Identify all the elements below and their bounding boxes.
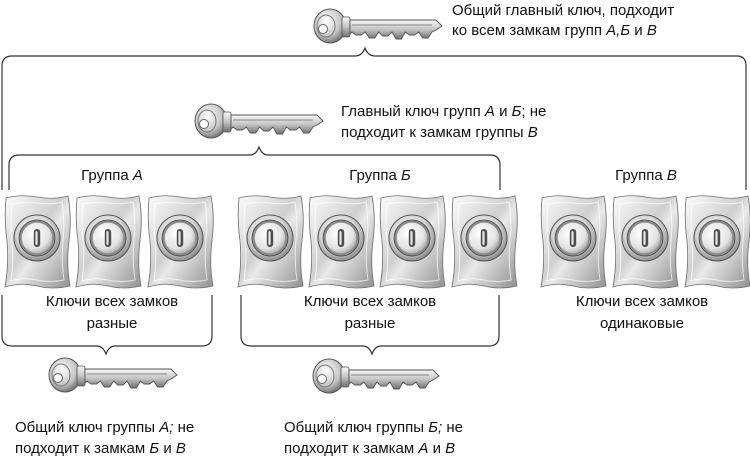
ab-master-and: и (494, 103, 512, 120)
group-a-caption-line1: Ключи всех замков (45, 293, 179, 310)
ab-master-not: ; не (521, 103, 547, 120)
group-a-caption-line2: разные (86, 315, 138, 332)
group-b-lock-2 (308, 195, 375, 289)
master-key-line2: ко всем замкам групп А,Б и В (452, 21, 674, 41)
master-key-line2-text: ко всем замкам групп (452, 22, 607, 39)
key-blade (230, 114, 324, 135)
group-b-key-line2-text: подходит к замкам (284, 440, 419, 457)
ab-master-key-line1: Главный ключ групп А и Б; не (341, 101, 546, 122)
group-a-bottom-bracket (1, 295, 213, 356)
group-b-key-line1: Общий ключ группы Б; не (284, 417, 463, 438)
group-a-label: Группа А (62, 166, 162, 186)
group-b-label: Группа Б (330, 166, 430, 186)
group-b-lock-1 (237, 195, 304, 289)
group-a-key-line2: подходит к замкам Б и В (15, 438, 194, 459)
group-b-lock-4 (451, 195, 518, 289)
group-c-lock-1 (540, 195, 607, 289)
group-c-label-text: Группа (615, 167, 667, 184)
group-b-lock-3 (379, 195, 446, 289)
group-b-key-group-a: А (418, 440, 429, 457)
group-b-bottom-bracket (240, 295, 500, 356)
key-blade (84, 368, 178, 389)
group-a-key-text: Общий ключ группы (15, 419, 160, 436)
group-b-key-not: не (442, 419, 463, 436)
group-b-letter: Б (400, 167, 411, 184)
group-c-caption: Ключи всех замков одинаковые (542, 291, 742, 335)
group-a-key-group-c: В (175, 440, 186, 457)
group-c-caption-line1: Ключи всех замков (575, 293, 709, 310)
group-a-caption: Ключи всех замков разные (12, 291, 212, 335)
group-b-caption-line1: Ключи всех замков (303, 293, 437, 310)
ab-master-line2-text: подходит к замкам группы (341, 124, 528, 141)
group-a-key-and: и (159, 440, 176, 457)
ab-master-group-b: Б (511, 103, 522, 120)
group-b-label-text: Группа (349, 167, 401, 184)
group-c-letter: В (666, 167, 677, 184)
group-a-lock-1 (4, 195, 71, 289)
key-blade (349, 19, 443, 40)
group-b-caption-line2: разные (344, 315, 396, 332)
master-key-caption: Общий главный ключ, подходит ко всем зам… (452, 1, 674, 41)
group-c-label: Группа В (596, 166, 696, 186)
group-b-key-group-c: В (445, 440, 456, 457)
group-a-key-icon (48, 357, 178, 393)
group-a-lock-3 (147, 195, 214, 289)
brackets (1, 46, 747, 356)
ab-master-key-caption: Главный ключ групп А и Б; не подходит к … (341, 101, 546, 143)
group-a-label-text: Группа (81, 167, 133, 184)
ab-master-key-icon (194, 103, 324, 139)
key-blade (348, 369, 440, 390)
group-c-lock-2 (612, 195, 679, 289)
master-key-icon (313, 8, 443, 44)
keys (48, 8, 443, 394)
group-b-caption: Ключи всех замков разные (270, 291, 470, 335)
ab-master-text: Главный ключ групп (341, 103, 485, 120)
group-a-letter: А (132, 167, 143, 184)
locks (4, 195, 750, 289)
master-key-groups-ab: А,Б (606, 22, 631, 39)
group-a-key-caption: Общий ключ группы А; не подходит к замка… (15, 417, 194, 459)
group-c-lock-3 (684, 195, 750, 289)
group-a-key-letter: А; (159, 419, 174, 436)
group-b-key-icon (312, 358, 440, 394)
group-a-key-line1: Общий ключ группы А; не (15, 417, 194, 438)
master-key-group-c: В (646, 22, 657, 39)
ab-master-group-c: В (527, 124, 538, 141)
group-a-lock-2 (75, 195, 142, 289)
group-a-key-line2-text: подходит к замкам (15, 440, 150, 457)
group-b-key-line2: подходит к замкам А и В (284, 438, 463, 459)
ab-master-group-a: А (484, 103, 495, 120)
group-b-key-caption: Общий ключ группы Б; не подходит к замка… (284, 417, 463, 459)
ab-master-bracket (8, 145, 501, 190)
group-a-key-group-b: Б (149, 440, 160, 457)
master-key-and: и (630, 22, 647, 39)
group-a-key-not: не (173, 419, 195, 436)
group-b-key-letter: Б; (428, 419, 443, 436)
ab-master-key-line2: подходит к замкам группы В (341, 122, 546, 143)
top-master-bracket (1, 46, 747, 190)
group-c-caption-line2: одинаковые (600, 315, 684, 332)
group-b-key-and: и (428, 440, 446, 457)
master-key-line1: Общий главный ключ, подходит (452, 2, 675, 19)
group-b-key-text: Общий ключ группы (284, 419, 429, 436)
